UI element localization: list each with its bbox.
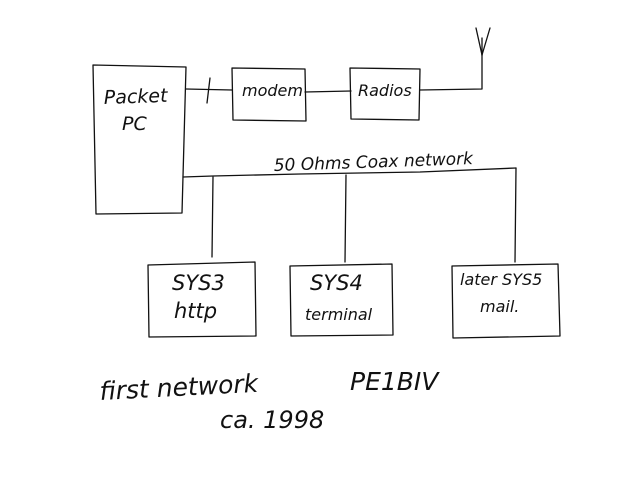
radios-label: Radios	[358, 81, 412, 100]
link-tick-mark	[206, 77, 211, 104]
modem-box	[231, 67, 307, 122]
caption-title: first network	[99, 369, 261, 406]
radios-box	[349, 67, 421, 121]
sys4-node: SYS4 terminal	[289, 263, 394, 337]
antenna-icon	[475, 27, 491, 56]
sys4-label-line1: SYS4	[310, 271, 363, 295]
modem-label: modem	[242, 81, 303, 100]
sys3-label-line1: SYS3	[172, 271, 225, 295]
sys4-label-line2: terminal	[305, 305, 373, 324]
sys3-label-line2: http	[174, 299, 217, 323]
sys5-node: later SYS5 mail.	[451, 263, 561, 339]
network-label: 50 Ohms Coax network	[273, 149, 474, 176]
caption-date: ca. 1998	[220, 406, 324, 434]
drop-sys5	[514, 167, 517, 263]
packet-pc-node: Packet PC	[92, 64, 187, 215]
coax-backbone	[182, 167, 517, 178]
sys5-label-line1: later SYS5	[460, 270, 542, 289]
packet-pc-label-line2: PC	[122, 113, 147, 135]
modem-node: modem	[231, 67, 307, 122]
sys4-box	[289, 263, 394, 337]
caption-callsign: PE1BIV	[350, 367, 440, 396]
radios-node: Radios	[349, 67, 421, 121]
modem-radios-link	[304, 90, 352, 93]
packet-pc-box	[92, 64, 187, 215]
caption: first network PE1BIV ca. 1998	[99, 367, 441, 434]
sys5-label-line2: mail.	[480, 297, 519, 316]
packet-pc-label-line1: Packet	[103, 85, 169, 109]
sys5-box	[451, 263, 561, 339]
drop-sys3	[211, 176, 214, 258]
sys3-box	[147, 261, 257, 338]
sys3-node: SYS3 http	[147, 261, 257, 338]
drop-sys4	[344, 174, 347, 263]
radios-antenna-link	[419, 54, 483, 91]
